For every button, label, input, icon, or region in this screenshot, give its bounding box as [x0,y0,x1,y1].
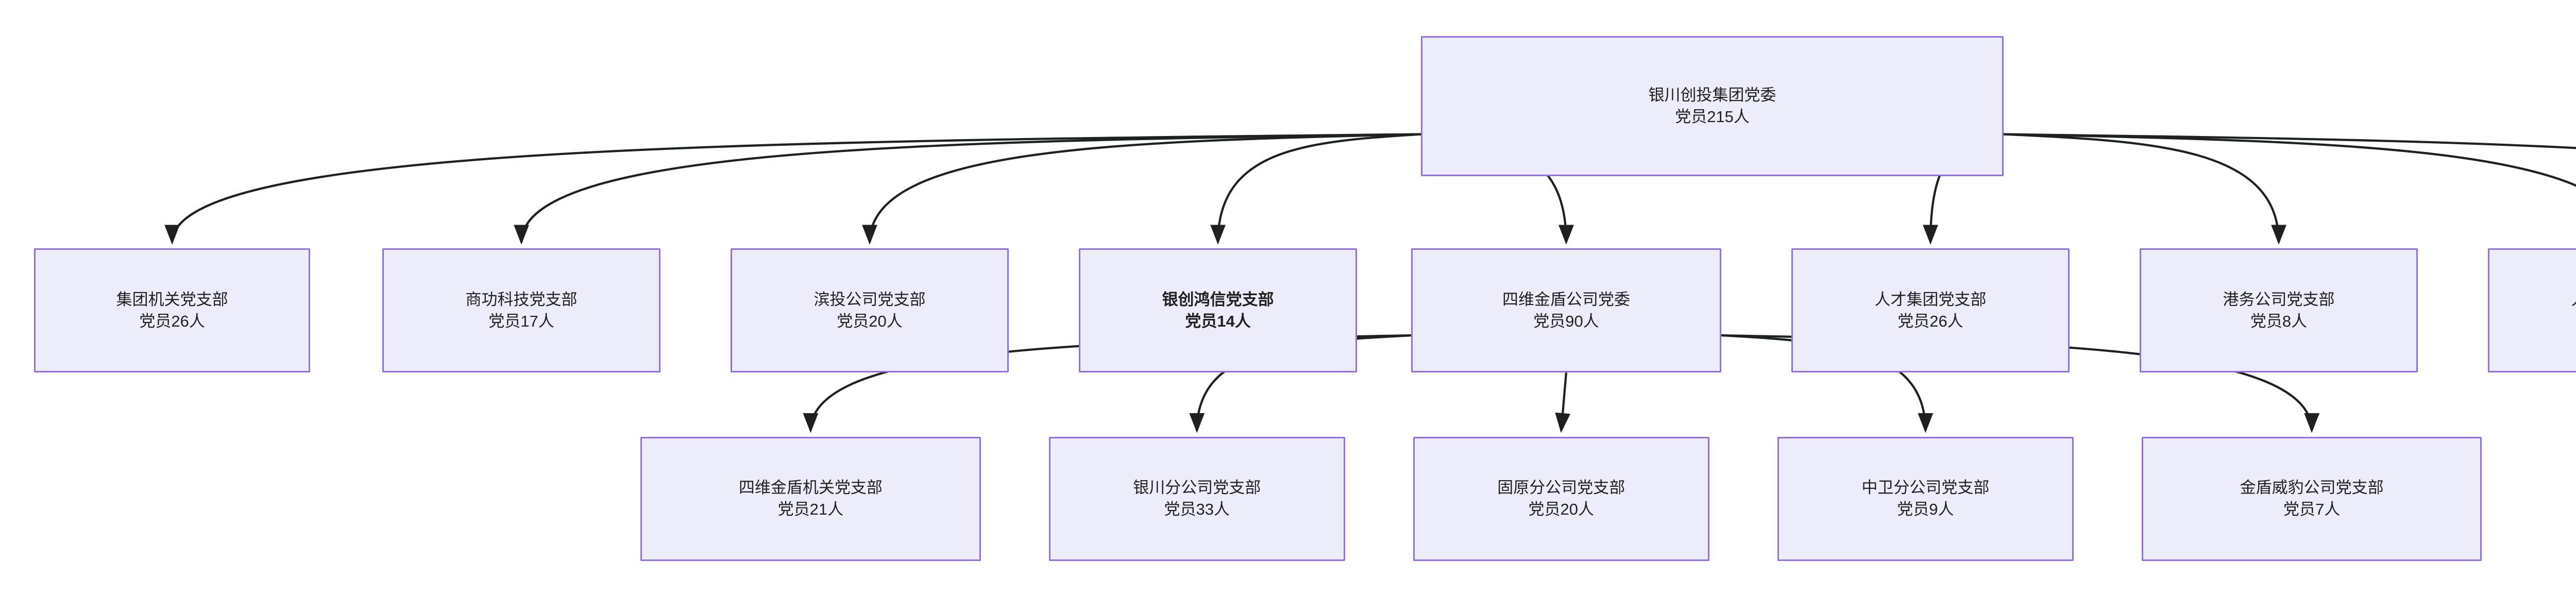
org-node-yinchuan-fen[interactable]: 银川分公司党支部党员33人 [1048,436,1345,561]
org-edge-root-to-shanggong-keji [514,133,1421,245]
org-node-title: 中卫分公司党支部 [1861,479,1990,497]
org-node-members: 党员14人 [1185,312,1251,330]
org-node-yinchuang-hongxin[interactable]: 银创鸿信党支部党员14人 [1078,248,1357,373]
org-edge-siwei-jindun-to-guyuan-fen [1555,372,1571,433]
org-node-members: 党员20人 [837,312,903,330]
org-node-title: 银川分公司党支部 [1133,479,1261,497]
org-node-renzi[interactable]: 人资公司党支部党员5人 [2488,248,2576,373]
org-node-title: 四维金盾公司党委 [1502,290,1630,309]
org-node-shanggong-keji[interactable]: 商功科技党支部党员17人 [382,248,661,373]
org-node-members: 党员33人 [1164,500,1230,519]
org-node-title: 滨投公司党支部 [814,290,926,309]
org-node-members: 党员8人 [2250,312,2308,330]
org-node-rencai-jituan[interactable]: 人才集团党支部党员26人 [1791,248,2070,373]
org-node-siwei-jindun[interactable]: 四维金盾公司党委党员90人 [1411,248,1722,373]
org-node-members: 党员26人 [1897,312,1963,330]
org-node-title: 商功科技党支部 [465,290,578,309]
org-edge-root-to-gangwu [2003,133,2286,245]
org-node-members: 党员17人 [488,312,554,330]
org-node-members: 党员7人 [2283,500,2341,519]
org-edge-root-to-yinchuang-hongxin [1210,133,1421,245]
org-node-title: 集团机关党支部 [116,290,228,309]
org-node-members: 党员9人 [1897,500,1954,519]
org-node-title: 银川创投集团党委 [1648,86,1776,105]
org-node-title: 港务公司党支部 [2223,290,2335,309]
org-node-bintou[interactable]: 滨投公司党支部党员20人 [731,248,1009,373]
org-edge-root-to-bintou [862,133,1421,245]
org-edge-root-to-jituan-jiguan [164,133,1421,245]
org-node-title: 银创鸿信党支部 [1162,290,1274,309]
org-node-members: 党员26人 [139,312,205,330]
org-node-members: 党员20人 [1528,500,1594,519]
org-node-zhongwei-fen[interactable]: 中卫分公司党支部党员9人 [1777,436,2074,561]
org-node-members: 党员90人 [1533,312,1599,330]
org-node-title: 人才集团党支部 [1874,290,1987,309]
org-edge-root-to-landun [2003,133,2576,149]
org-node-title: 四维金盾机关党支部 [738,479,883,497]
org-node-guyuan-fen[interactable]: 固原分公司党支部党员20人 [1413,436,1709,561]
org-node-gangwu[interactable]: 港务公司党支部党员8人 [2140,248,2418,373]
org-node-title: 固原分公司党支部 [1497,479,1625,497]
org-node-siwei-jiguan[interactable]: 四维金盾机关党支部党员21人 [640,436,981,561]
org-edge-root-to-renzi [2003,133,2576,187]
org-node-members: 党员21人 [777,500,844,519]
org-node-jindun-weibao[interactable]: 金盾威豹公司党支部党员7人 [2141,436,2482,561]
org-node-members: 党员215人 [1675,108,1750,126]
org-node-title: 人资公司党支部 [2571,289,2576,311]
org-node-jituan-jiguan[interactable]: 集团机关党支部党员26人 [34,248,311,373]
org-node-root[interactable]: 银川创投集团党委党员215人 [1421,36,2004,177]
org-node-title: 金盾威豹公司党支部 [2240,479,2384,497]
